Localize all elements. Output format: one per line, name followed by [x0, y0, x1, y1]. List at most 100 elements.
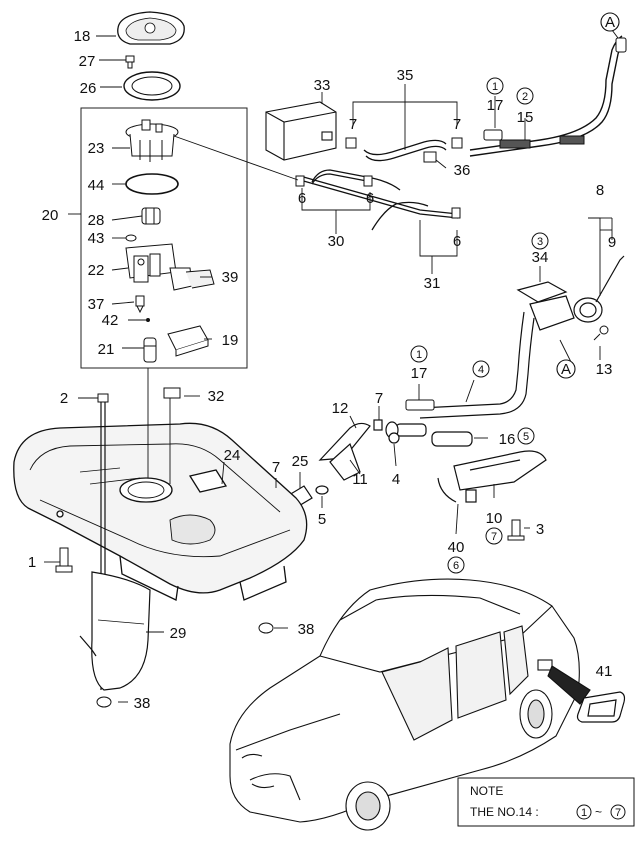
callout-7-4: 7	[272, 459, 280, 476]
part-filter	[167, 325, 209, 357]
connector-marker-a-2: A	[556, 359, 576, 379]
callout-36: 36	[454, 162, 471, 179]
callout-4: 4	[392, 471, 400, 488]
part-fuel-flap	[576, 691, 626, 723]
callout-8: 8	[596, 182, 604, 199]
part-hose-16	[385, 421, 473, 447]
circled-marker-3: 3	[531, 232, 549, 250]
part-clip-32	[163, 387, 181, 399]
part-hose-17-lower	[405, 399, 435, 411]
callout-37: 37	[88, 296, 105, 313]
note-title: NOTE	[470, 784, 503, 798]
callout-21: 21	[98, 341, 115, 358]
part-pump-flange	[125, 119, 179, 162]
part-regulator	[141, 207, 161, 225]
callout-39: 39	[222, 269, 239, 286]
svg-text:3: 3	[537, 236, 543, 248]
part-cover-plate	[117, 11, 185, 45]
callout-6: 6	[298, 190, 306, 207]
svg-text:4: 4	[478, 364, 484, 376]
part-hose-segments	[499, 135, 585, 149]
callout-6-3: 6	[453, 233, 461, 250]
callout-3: 3	[536, 521, 544, 538]
callout-25: 25	[292, 453, 309, 470]
circled-marker-7: 7	[485, 527, 503, 545]
callout-34: 34	[532, 249, 549, 266]
callout-15: 15	[517, 109, 534, 126]
part-filler-neck	[419, 281, 575, 419]
callout-19: 19	[222, 332, 239, 349]
svg-text:A: A	[605, 14, 615, 31]
circled-marker-1-2: 1	[410, 345, 428, 363]
svg-text:7: 7	[491, 531, 497, 543]
part-screw	[125, 55, 135, 69]
part-filler-hose-middle	[269, 419, 400, 511]
circled-marker-5: 5	[517, 427, 535, 445]
callout-38-2: 38	[298, 621, 315, 638]
callout-35: 35	[397, 67, 414, 84]
callout-9: 9	[608, 234, 616, 251]
callout-7-2: 7	[453, 116, 461, 133]
callout-32: 32	[208, 388, 225, 405]
callout-17: 17	[487, 97, 504, 114]
callout-17-2: 17	[411, 365, 428, 382]
svg-text:A: A	[561, 361, 571, 378]
svg-text:1: 1	[492, 81, 498, 93]
part-pump-body	[125, 243, 215, 291]
callout-28: 28	[88, 212, 105, 229]
callout-43: 43	[88, 230, 105, 247]
callout-5: 5	[318, 511, 326, 528]
leader-lines	[44, 29, 619, 703]
callout-29: 29	[170, 625, 187, 642]
callout-22: 22	[88, 262, 105, 279]
callout-44: 44	[88, 177, 105, 194]
callout-38: 38	[134, 695, 151, 712]
callout-7-3: 7	[375, 390, 383, 407]
callout-1: 1	[28, 554, 36, 571]
callout-33: 33	[314, 77, 331, 94]
callout-30: 30	[328, 233, 345, 250]
callout-20: 20	[42, 207, 59, 224]
part-heat-shield	[79, 571, 151, 691]
callout-16: 16	[499, 431, 516, 448]
callout-24: 24	[224, 447, 241, 464]
pump-assembly-frame	[80, 107, 248, 369]
part-canister	[265, 101, 337, 161]
note-range-sep: ~	[595, 805, 602, 819]
part-pipe-end	[615, 37, 627, 53]
callout-40: 40	[448, 539, 465, 556]
svg-text:2: 2	[522, 91, 528, 103]
part-clips	[295, 137, 463, 219]
circled-marker-6: 6	[447, 556, 465, 574]
part-bolt-3	[507, 519, 525, 541]
callout-13: 13	[596, 361, 613, 378]
callout-23: 23	[88, 140, 105, 157]
part-pin	[146, 318, 150, 322]
part-vent-hose	[363, 139, 447, 162]
part-fuel-tank	[13, 422, 308, 601]
callout-12: 12	[332, 400, 349, 417]
part-o-ring	[125, 173, 179, 195]
part-nuts	[96, 622, 274, 708]
part-lock-ring	[123, 71, 181, 101]
part-bolt-1	[55, 547, 73, 573]
svg-text:5: 5	[523, 431, 529, 443]
connector-marker-a: A	[600, 12, 620, 32]
callout-6-2: 6	[366, 190, 374, 207]
note-body: THE NO.14 :	[470, 805, 539, 819]
part-washer	[125, 234, 137, 242]
callout-27: 27	[79, 53, 96, 70]
callout-11: 11	[352, 471, 368, 488]
note-range-start: 1	[581, 807, 587, 819]
circled-marker-4: 4	[472, 360, 490, 378]
part-bolt-13	[593, 325, 609, 341]
part-vapor-hose	[299, 169, 459, 231]
part-fuel-cap	[573, 255, 625, 323]
part-sensor	[135, 295, 145, 314]
part-bracket-10	[437, 450, 547, 503]
callout-10: 10	[486, 510, 503, 527]
callout-26: 26	[80, 80, 97, 97]
note-box: NOTE THE NO.14 : 1 ~ 7	[457, 777, 635, 827]
